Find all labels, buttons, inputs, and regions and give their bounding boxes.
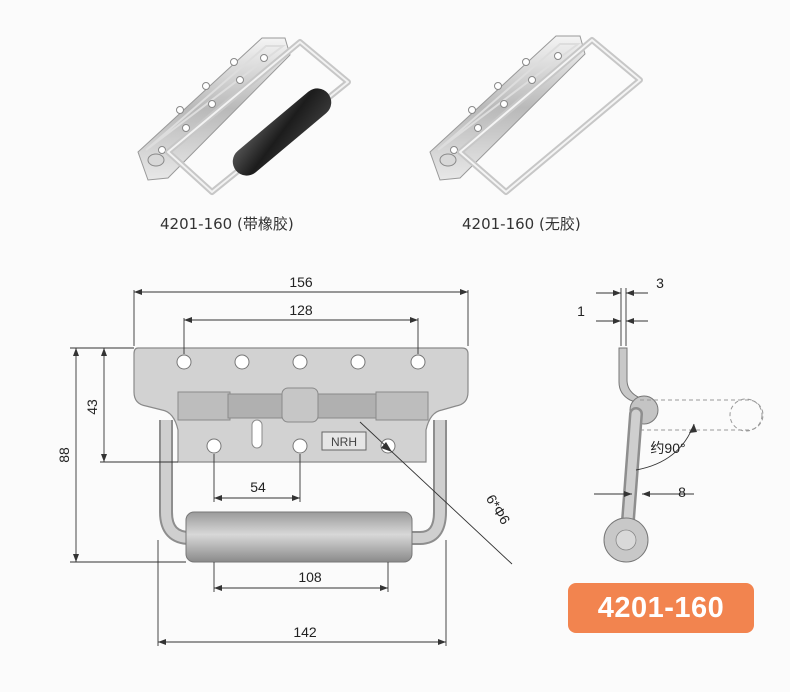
- dim-overall-width: 156: [289, 274, 313, 290]
- dim-rotation: 约90°: [650, 440, 685, 456]
- dim-lower-hole-span: 54: [250, 479, 266, 495]
- dim-grip-length: 108: [298, 569, 322, 585]
- side-view: [594, 288, 764, 563]
- dim-thickness: 3: [656, 275, 664, 291]
- front-dimension-lines: [70, 290, 513, 646]
- dim-bottom-width: 142: [293, 624, 317, 640]
- front-view: NRH: [133, 347, 469, 563]
- svg-text:NRH: NRH: [331, 435, 357, 449]
- photo-caption-plain: 4201-160 (无胶): [462, 215, 581, 233]
- dim-plate-height: 43: [84, 399, 100, 415]
- front-dimension-arrows: [73, 289, 468, 645]
- photo-caption-rubber: 4201-160 (带橡胶): [160, 215, 294, 233]
- dim-gap: 1: [577, 303, 585, 319]
- dim-offset: 8: [678, 484, 686, 500]
- dim-holes: 6*Φ6: [483, 491, 514, 527]
- dim-top-hole-span: 128: [289, 302, 313, 318]
- model-badge: 4201-160: [568, 583, 754, 633]
- handle-photo-plain: [429, 35, 643, 195]
- dim-total-height: 88: [56, 447, 72, 463]
- handle-photo-rubber: [137, 37, 351, 195]
